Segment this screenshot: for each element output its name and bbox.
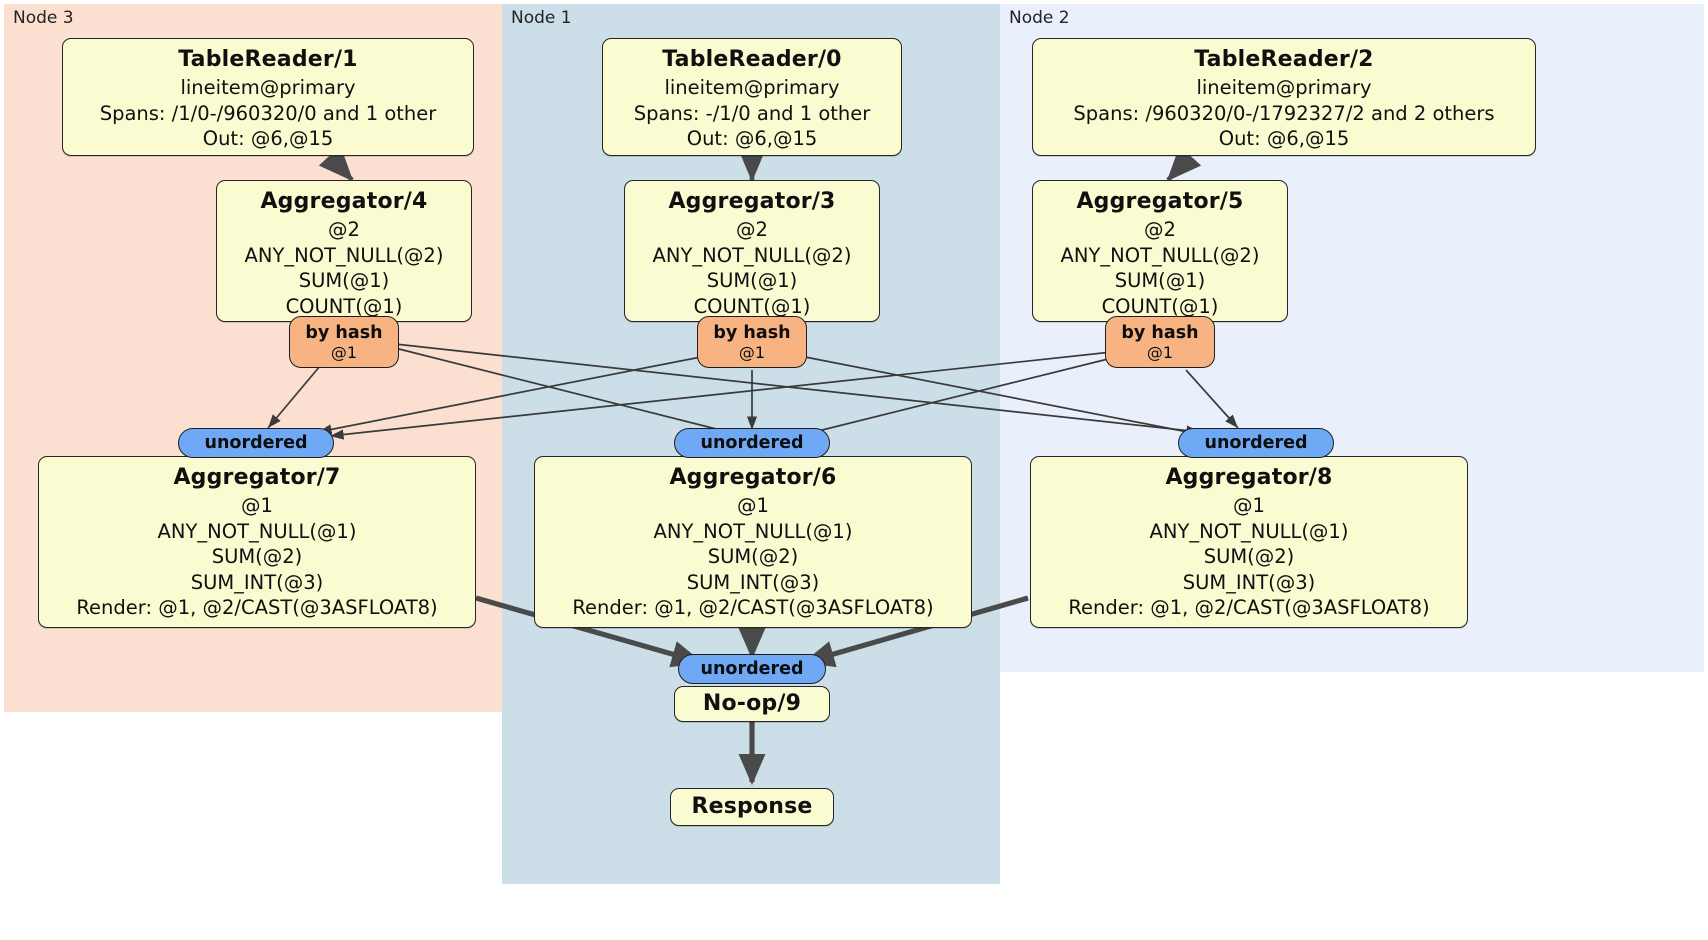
processor-aggregator-8[interactable]: Aggregator/8 @1 ANY_NOT_NULL(@1) SUM(@2)… [1030,456,1468,628]
processor-line: SUM(@2) [707,545,799,568]
processor-line: SUM_INT(@3) [1182,570,1316,594]
processor-line: ANY_NOT_NULL(@2) [244,243,444,267]
input-sync-unordered-8[interactable]: unordered [1178,428,1334,458]
processor-line: Spans: -/1/0 and 1 other [633,101,871,125]
processor-title: TableReader/0 [662,47,842,72]
processor-line: lineitem@primary [180,76,356,99]
processor-line: Spans: /1/0-/960320/0 and 1 other [99,101,437,125]
processor-tablereader-2[interactable]: TableReader/2 lineitem@primary Spans: /9… [1032,38,1536,156]
processor-line: Out: @6,@15 [1218,127,1350,150]
processor-line: ANY_NOT_NULL(@1) [653,519,853,543]
badge-type: by hash [713,322,791,343]
processor-line: COUNT(@1) [285,294,403,318]
processor-title: Aggregator/6 [669,465,837,490]
processor-line: @1 [241,494,273,517]
cluster-label-node-3: Node 3 [13,8,74,28]
badge-type: by hash [1121,322,1199,343]
processor-line: Spans: /960320/0-/1792327/2 and 2 others [1073,101,1495,125]
badge-type: by hash [305,322,383,343]
badge-detail: @1 [330,342,358,362]
input-sync-unordered-7[interactable]: unordered [178,428,334,458]
processor-line: SUM(@1) [1114,269,1206,292]
processor-line: Out: @6,@15 [686,127,818,150]
processor-line: SUM(@2) [211,545,303,568]
processor-line: @1 [1233,494,1265,517]
processor-line: @2 [1144,218,1176,241]
processor-line: lineitem@primary [664,76,840,99]
processor-line: SUM_INT(@3) [686,570,820,594]
input-sync-unordered-9[interactable]: unordered [678,654,826,684]
cluster-label-node-2: Node 2 [1009,8,1070,28]
processor-tablereader-0[interactable]: TableReader/0 lineitem@primary Spans: -/… [602,38,902,156]
processor-line: @2 [736,218,768,241]
processor-title: Response [691,794,813,819]
processor-tablereader-1[interactable]: TableReader/1 lineitem@primary Spans: /1… [62,38,474,156]
badge-detail: @1 [1146,342,1174,362]
processor-response[interactable]: Response [670,788,834,826]
processor-line: SUM_INT(@3) [190,570,324,594]
input-sync-unordered-6[interactable]: unordered [674,428,830,458]
processor-line: ANY_NOT_NULL(@2) [1060,243,1260,267]
processor-line: ANY_NOT_NULL(@1) [157,519,357,543]
processor-line: COUNT(@1) [693,294,811,318]
processor-no-op-9[interactable]: No-op/9 [674,686,830,722]
processor-line: SUM(@2) [1203,545,1295,568]
output-router-by-hash-4[interactable]: by hash @1 [289,316,399,368]
processor-title: Aggregator/4 [260,189,428,214]
processor-line: ANY_NOT_NULL(@2) [652,243,852,267]
badge-type: unordered [700,659,804,679]
cluster-label-node-1: Node 1 [511,8,572,28]
processor-line: SUM(@1) [706,269,798,292]
output-router-by-hash-3[interactable]: by hash @1 [697,316,807,368]
processor-title: Aggregator/5 [1076,189,1244,214]
processor-aggregator-4[interactable]: Aggregator/4 @2 ANY_NOT_NULL(@2) SUM(@1)… [216,180,472,322]
processor-line: Render: @1, @2/CAST(@3ASFLOAT8) [1068,596,1430,619]
badge-type: unordered [700,433,804,453]
processor-title: TableReader/1 [178,47,358,72]
processor-aggregator-5[interactable]: Aggregator/5 @2 ANY_NOT_NULL(@2) SUM(@1)… [1032,180,1288,322]
processor-line: Out: @6,@15 [202,127,334,150]
badge-type: unordered [1204,433,1308,453]
processor-line: SUM(@1) [298,269,390,292]
processor-title: Aggregator/7 [173,465,341,490]
processor-line: COUNT(@1) [1101,294,1219,318]
processor-title: TableReader/2 [1194,47,1374,72]
processor-title: Aggregator/8 [1165,465,1333,490]
processor-title: No-op/9 [702,691,802,716]
output-router-by-hash-5[interactable]: by hash @1 [1105,316,1215,368]
processor-line: @1 [737,494,769,517]
processor-line: @2 [328,218,360,241]
processor-title: Aggregator/3 [668,189,836,214]
processor-line: Render: @1, @2/CAST(@3ASFLOAT8) [76,596,438,619]
processor-aggregator-3[interactable]: Aggregator/3 @2 ANY_NOT_NULL(@2) SUM(@1)… [624,180,880,322]
processor-line: lineitem@primary [1196,76,1372,99]
badge-detail: @1 [738,342,766,362]
badge-type: unordered [204,433,308,453]
processor-aggregator-6[interactable]: Aggregator/6 @1 ANY_NOT_NULL(@1) SUM(@2)… [534,456,972,628]
processor-aggregator-7[interactable]: Aggregator/7 @1 ANY_NOT_NULL(@1) SUM(@2)… [38,456,476,628]
processor-line: Render: @1, @2/CAST(@3ASFLOAT8) [572,596,934,619]
processor-line: ANY_NOT_NULL(@1) [1149,519,1349,543]
